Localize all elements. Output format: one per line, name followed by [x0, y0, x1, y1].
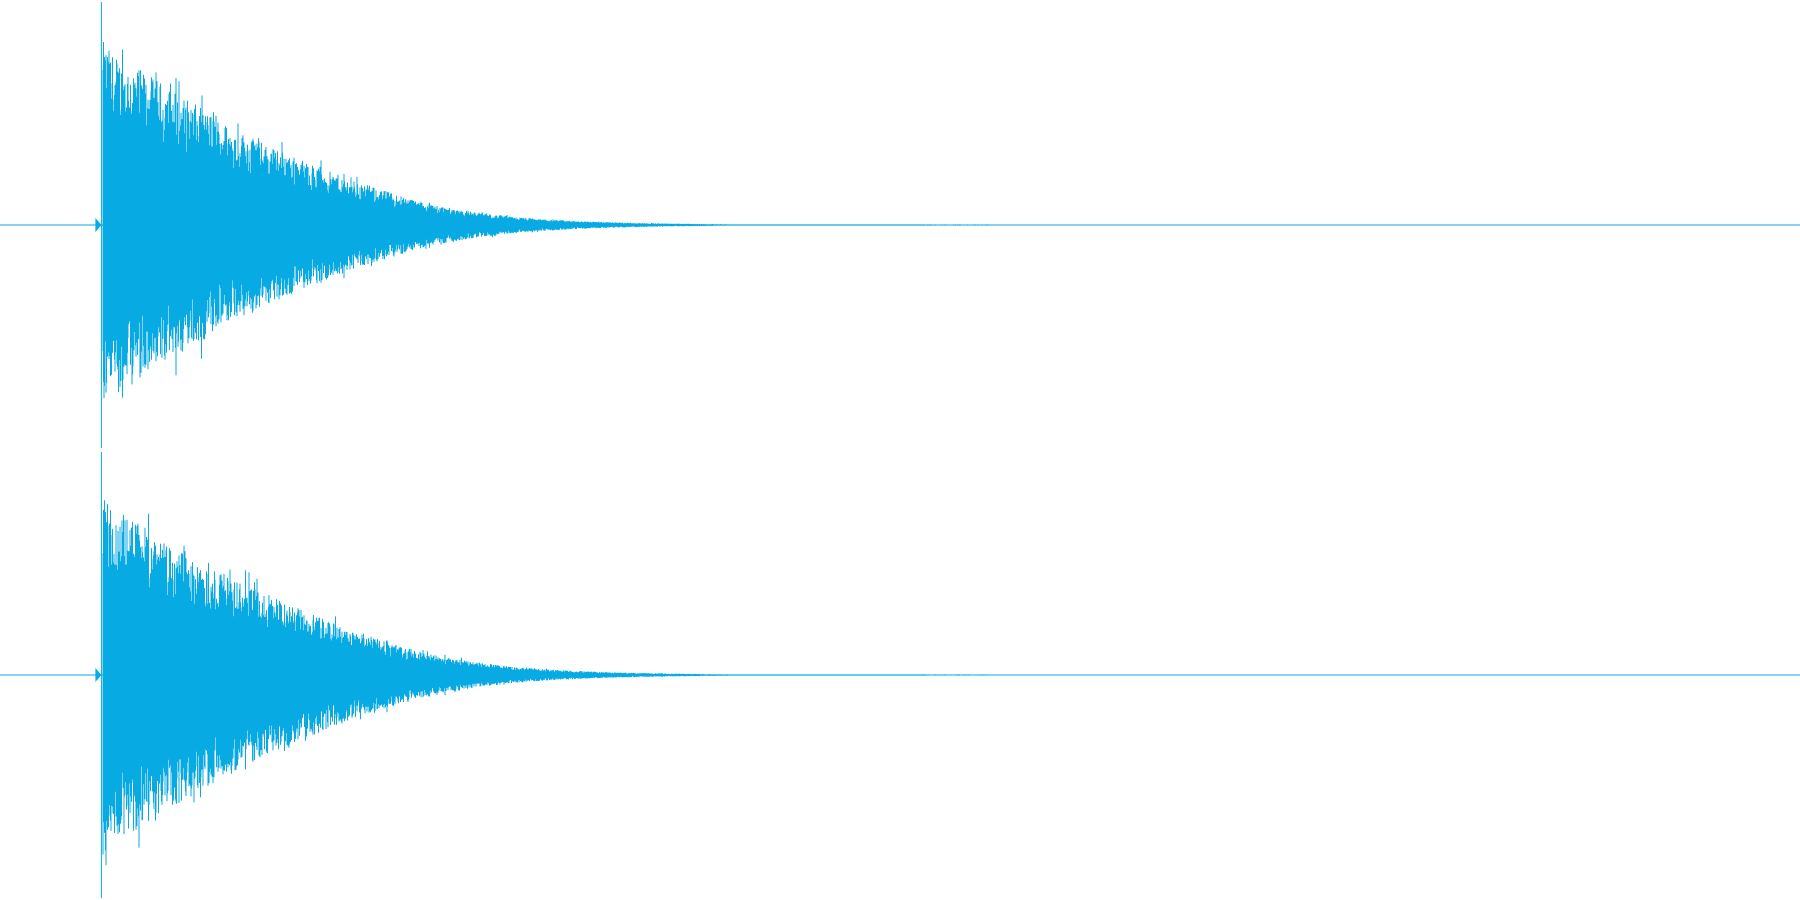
- channel-2-track[interactable]: [0, 452, 1800, 898]
- cursor-marker-icon[interactable]: [95, 218, 102, 232]
- cursor-marker-icon[interactable]: [95, 668, 102, 682]
- waveform-trace[interactable]: [102, 42, 989, 399]
- waveform-trace[interactable]: [102, 500, 986, 866]
- channel-1-track[interactable]: [0, 2, 1800, 448]
